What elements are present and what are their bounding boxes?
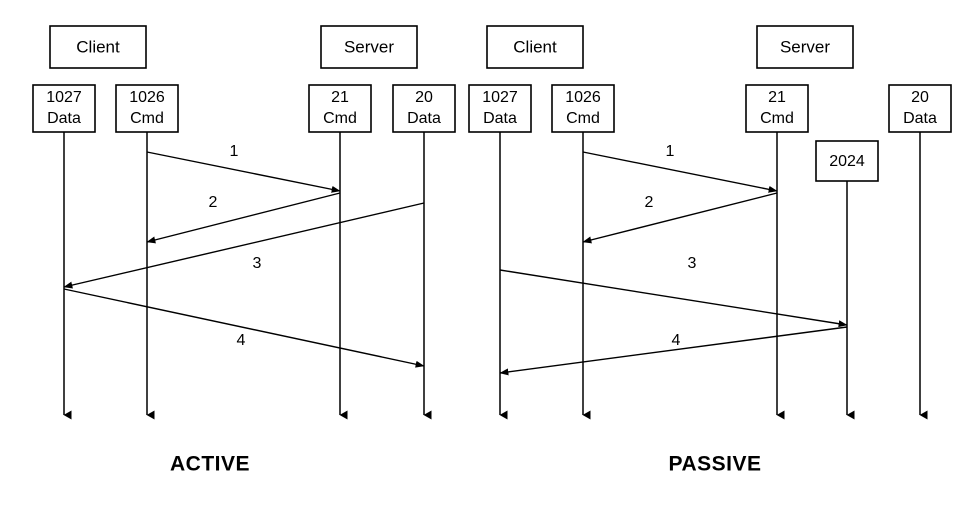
- port-number-label: 21: [768, 89, 786, 106]
- port-number-label: 1026: [129, 89, 165, 106]
- message-arrow-passive-m1: [582, 151, 778, 193]
- port-number-label: 20: [911, 89, 929, 106]
- port-number-label: 2024: [829, 153, 865, 170]
- port-channel-label: Data: [903, 110, 937, 127]
- message-label-passive-m1: 1: [666, 143, 675, 160]
- port-number-label: 1026: [565, 89, 601, 106]
- port-channel-label: Cmd: [323, 110, 357, 127]
- message-arrow-passive-m4: [499, 326, 848, 376]
- header-box-passive-client: Client: [486, 25, 584, 69]
- port-number-label: 20: [415, 89, 433, 106]
- header-box-label: Client: [76, 37, 120, 56]
- mode-caption-passive: PASSIVE: [669, 453, 762, 476]
- header-box-active-client: Client: [49, 25, 147, 69]
- message-label-active-m1: 1: [230, 143, 239, 160]
- port-number-label: 1027: [482, 89, 518, 106]
- message-arrow-active-m1: [146, 151, 341, 193]
- port-channel-label: Cmd: [760, 110, 794, 127]
- message-label-passive-m2: 2: [645, 194, 654, 211]
- port-number-label: 21: [331, 89, 349, 106]
- mode-caption-active: ACTIVE: [170, 453, 250, 476]
- message-label-passive-m4: 4: [672, 332, 681, 349]
- port-channel-label: Cmd: [566, 110, 600, 127]
- message-arrow-active-m3: [63, 202, 425, 289]
- message-label-active-m3: 3: [253, 255, 262, 272]
- message-arrow-passive-m3: [499, 269, 848, 328]
- header-box-label: Server: [780, 37, 830, 56]
- header-box-active-server: Server: [320, 25, 418, 69]
- message-label-passive-m3: 3: [688, 255, 697, 272]
- message-label-active-m2: 2: [209, 194, 218, 211]
- port-channel-label: Data: [47, 110, 81, 127]
- port-box-passive-server-pasv: 2024: [815, 140, 879, 182]
- port-channel-label: Data: [483, 110, 517, 127]
- port-number-label: 1027: [46, 89, 82, 106]
- message-label-active-m4: 4: [237, 332, 246, 349]
- header-box-label: Client: [513, 37, 557, 56]
- message-arrow-passive-m2: [582, 192, 778, 244]
- header-box-passive-server: Server: [756, 25, 854, 69]
- port-channel-label: Cmd: [130, 110, 164, 127]
- message-arrow-active-m2: [146, 192, 341, 244]
- header-box-label: Server: [344, 37, 394, 56]
- port-channel-label: Data: [407, 110, 441, 127]
- message-arrow-active-m4: [63, 288, 425, 368]
